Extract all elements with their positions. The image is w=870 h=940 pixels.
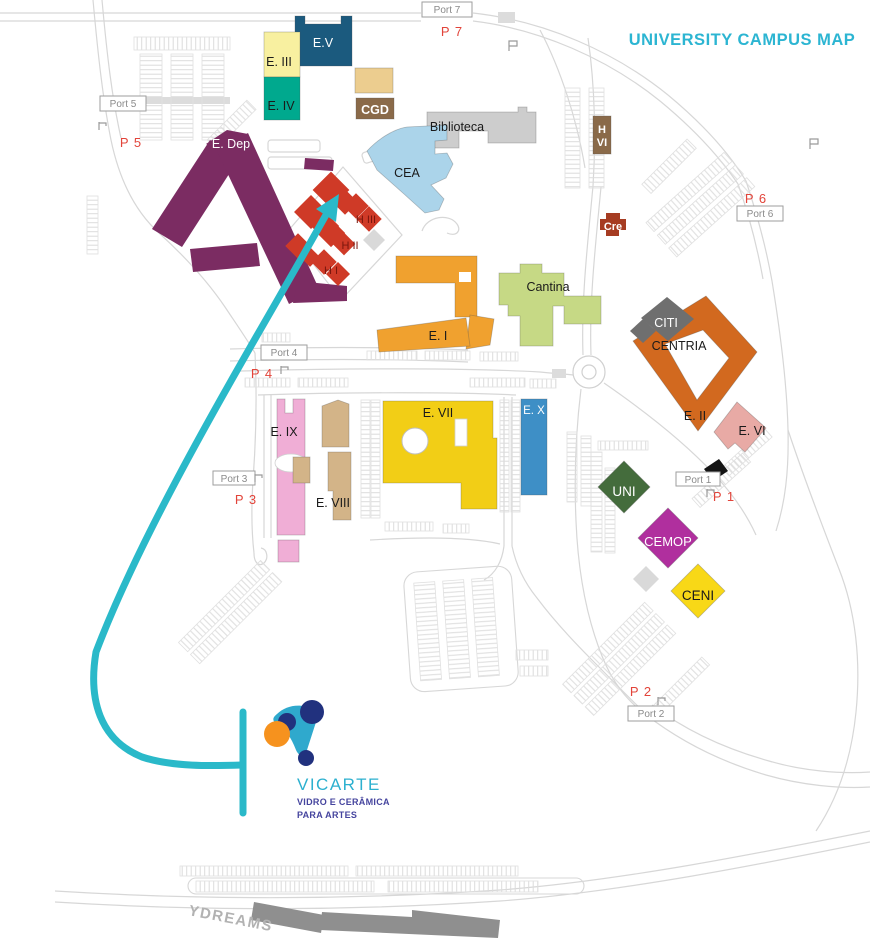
vicarte-logo-subtitle-1: VIDRO E CERÂMICA <box>297 796 390 807</box>
p2-label: P 2 <box>630 684 652 699</box>
building-cantina <box>498 263 602 347</box>
label-eviii: E. VIII <box>316 496 350 510</box>
vicarte-logo-subtitle-2: PARA ARTES <box>297 810 357 820</box>
building-cemop <box>637 507 699 569</box>
port7-box-label: Port 7 <box>434 5 461 16</box>
label-hvi-2: VI <box>597 137 607 149</box>
building-uni <box>597 460 651 514</box>
vicarte-logo-name: VICARTE <box>297 775 381 794</box>
gates: Port 7 P 7 Port 5 P 5 Port 6 P 6 Port 4 … <box>98 1 819 722</box>
building-labels: E.V E. III E. IV CGD Biblioteca H VI Cre… <box>212 36 766 603</box>
route-arrow <box>90 194 339 817</box>
label-ei: E. I <box>429 329 448 343</box>
port5-box-label: Port 5 <box>110 99 137 110</box>
ydreams-building <box>251 902 500 938</box>
route-arrow-path <box>90 209 331 770</box>
building-ev <box>294 15 353 67</box>
plaza-diamond <box>363 229 385 251</box>
gate-icon-port1 <box>706 489 715 497</box>
p1-label: P 1 <box>713 489 735 504</box>
p7-label: P 7 <box>441 24 463 39</box>
flag-icon-1 <box>508 40 518 51</box>
building-biblioteca <box>426 106 537 149</box>
building-eiii <box>263 31 301 78</box>
label-evii: E. VII <box>423 406 454 420</box>
small-diamond <box>633 566 659 592</box>
roundabout <box>572 355 606 389</box>
label-eix: E. IX <box>270 425 298 439</box>
building-cgd <box>354 67 394 94</box>
vicarte-logo-small-ball <box>298 750 314 766</box>
gate-icon-port2 <box>657 697 666 705</box>
label-citi: CITI <box>654 316 678 330</box>
label-hvi-1: H <box>598 124 606 136</box>
port5-box <box>99 95 147 112</box>
label-eii: E. II <box>684 409 706 423</box>
p6-label: P 6 <box>745 191 767 206</box>
port1-box-label: Port 1 <box>685 475 712 486</box>
port1-box <box>675 471 721 487</box>
label-ceni: CENI <box>682 588 714 603</box>
p3-label: P 3 <box>235 492 257 507</box>
label-evi: E. VI <box>738 424 765 438</box>
port6-box-label: Port 6 <box>747 209 774 220</box>
building-ex <box>520 398 548 496</box>
route-arrowhead <box>316 194 339 222</box>
building-citi <box>630 297 694 343</box>
label-cre: Cre <box>604 221 622 233</box>
evii-slot <box>454 418 468 447</box>
building-eiv <box>263 76 301 121</box>
label-ev: E.V <box>313 36 334 50</box>
label-hii: H II <box>341 240 358 252</box>
building-evi <box>713 401 767 453</box>
port7-box <box>421 1 473 18</box>
vicarte-logo: VICARTE VIDRO E CERÂMICA PARA ARTES <box>264 700 390 820</box>
gate-icon-port3 <box>254 474 263 482</box>
building-eviii <box>292 399 352 521</box>
label-uni: UNI <box>612 484 635 499</box>
page-title: UNIVERSITY CAMPUS MAP <box>629 31 856 49</box>
parking-areas <box>86 36 773 895</box>
port2-box <box>627 705 675 722</box>
label-edep: E. Dep <box>212 137 250 151</box>
building-cre <box>600 213 626 236</box>
label-cemop: CEMOP <box>644 534 692 549</box>
cgd-label-box <box>355 97 395 120</box>
gate-icon-port4 <box>280 366 289 374</box>
vicarte-logo-orange-ball <box>264 721 290 747</box>
port2-box-label: Port 2 <box>638 709 665 720</box>
label-centria: CENTRIA <box>652 339 708 353</box>
port6-box <box>736 205 784 222</box>
evii-courtyard <box>401 427 429 455</box>
vicarte-logo-big-ball <box>300 700 324 724</box>
building-ei <box>376 255 495 353</box>
port4-box-label: Port 4 <box>271 348 298 359</box>
label-eiv: E. IV <box>267 99 295 113</box>
ei-notch <box>459 272 471 282</box>
p4-label: P 4 <box>251 366 273 381</box>
label-ex: E. X <box>523 405 545 417</box>
gate-icon-port5 <box>98 122 107 130</box>
port3-box-label: Port 3 <box>221 474 248 485</box>
building-cea <box>366 124 454 214</box>
label-eiii: E. III <box>266 55 292 69</box>
label-hiii: H III <box>356 214 376 226</box>
building-hvi <box>592 115 612 155</box>
label-cea: CEA <box>394 166 420 180</box>
label-biblioteca: Biblioteca <box>430 120 484 134</box>
building-ceni <box>670 563 726 619</box>
label-hi: H I <box>324 265 338 277</box>
label-cgd: CGD <box>361 103 389 117</box>
label-cantina: Cantina <box>526 280 569 294</box>
p5-label: P 5 <box>120 135 142 150</box>
port4-box <box>260 344 308 361</box>
building-edep <box>152 130 347 304</box>
flag-icon-2 <box>809 138 819 149</box>
